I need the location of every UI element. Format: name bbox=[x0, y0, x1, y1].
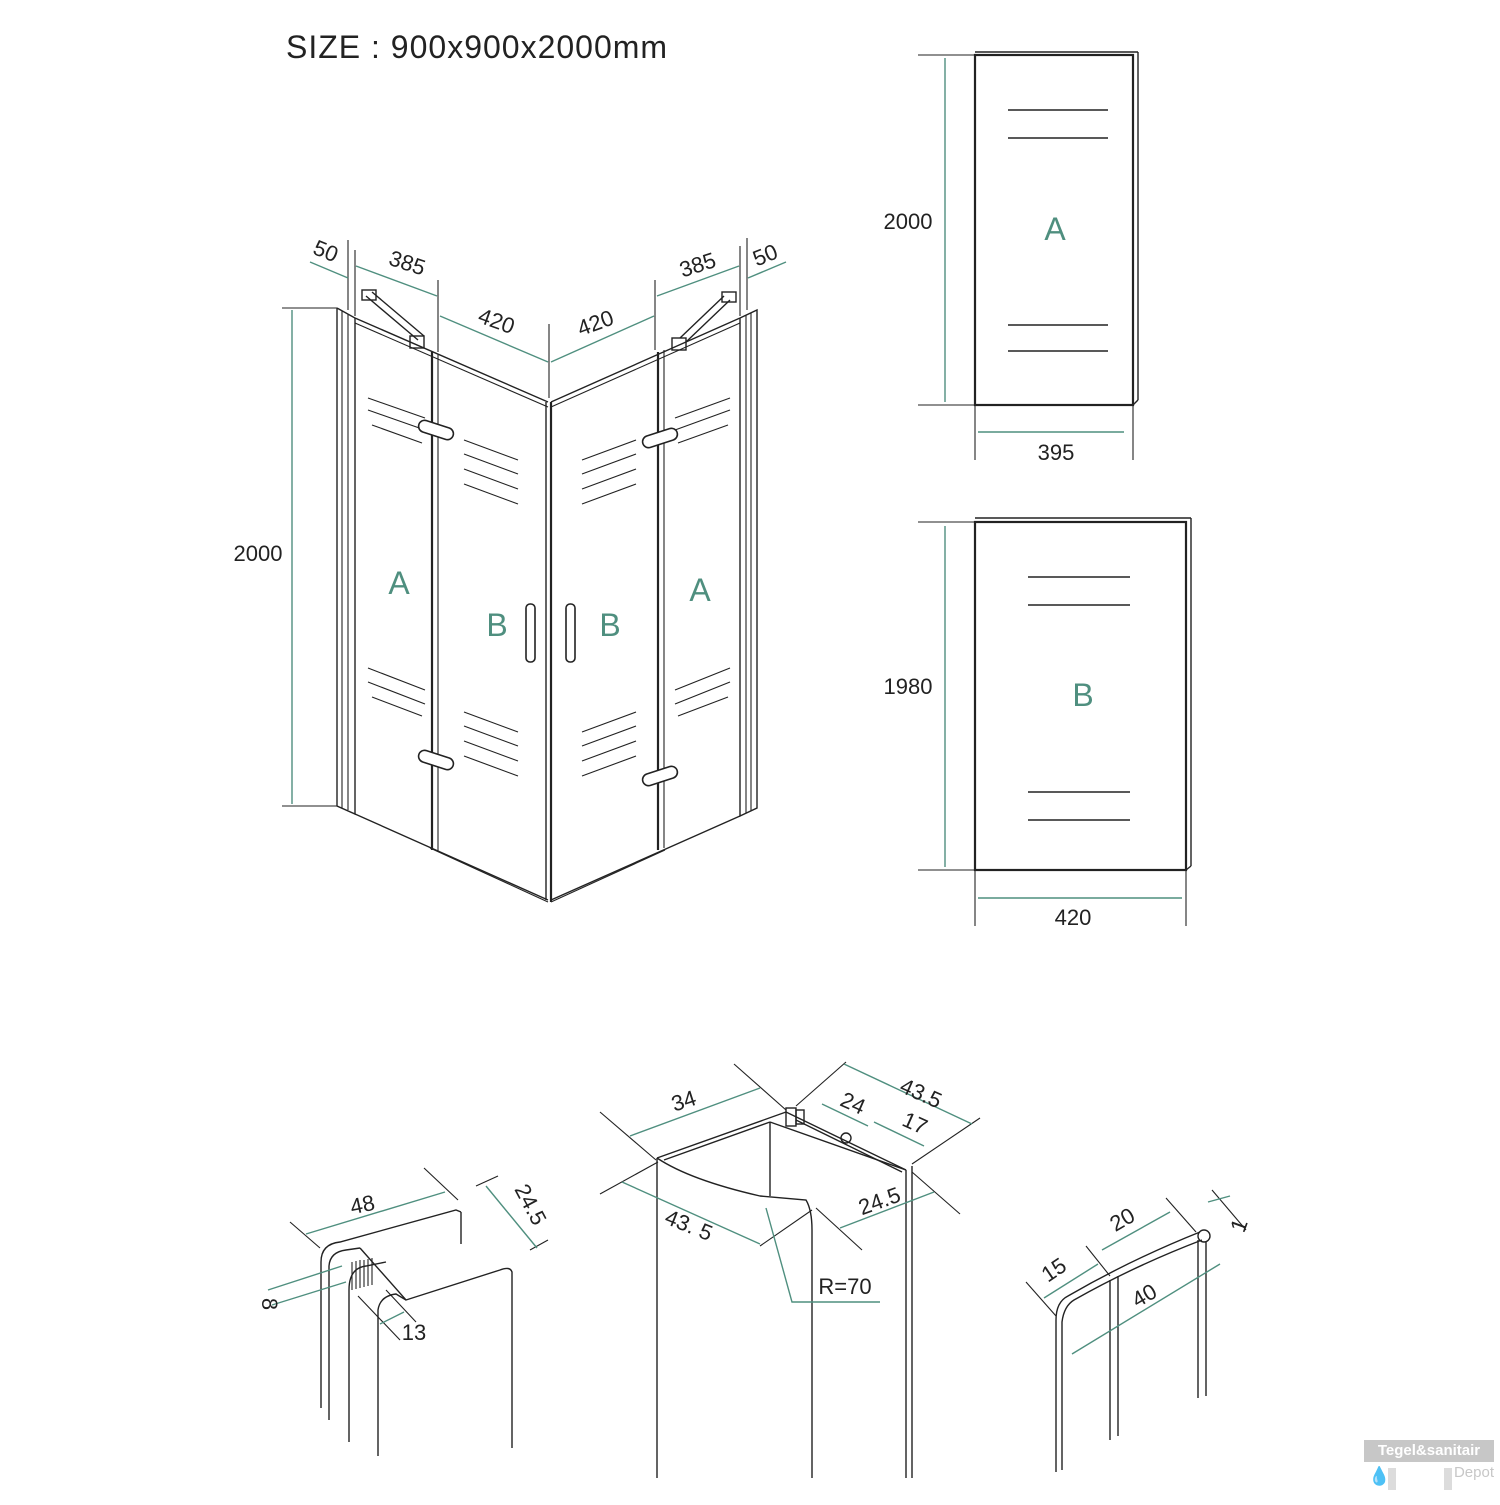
profile-right-dim-15: 15 bbox=[1037, 1253, 1071, 1287]
left-stabilizer-bar bbox=[361, 289, 425, 349]
watermark-logo: Tegel&sanitair 💧 Depot bbox=[1364, 1440, 1494, 1496]
top-dim-left-385: 385 bbox=[386, 245, 429, 280]
enclosure-height-label: 2000 bbox=[234, 541, 283, 566]
watermark-depot-text: Depot bbox=[1453, 1464, 1494, 1481]
panel-a-letter: A bbox=[1044, 211, 1066, 247]
profile-center-dim-24: 24 bbox=[837, 1087, 870, 1120]
hinge-icon bbox=[641, 765, 679, 787]
panel-b-height-label: 1980 bbox=[884, 674, 933, 699]
frost-strips bbox=[367, 397, 731, 777]
panel-b-outline bbox=[973, 520, 1188, 872]
profile-center-dim-43-5-bottom: 43. 5 bbox=[661, 1204, 716, 1246]
profile-detail-left: 48 24.5 8 13 bbox=[257, 1167, 552, 1456]
right-stabilizer-bar bbox=[671, 291, 737, 351]
profile-center-radius: R=70 bbox=[818, 1274, 871, 1299]
panel-a-width-label: 395 bbox=[1038, 440, 1075, 465]
top-dim-left-50: 50 bbox=[310, 235, 342, 267]
hinge-icon bbox=[417, 419, 455, 441]
profile-left-dim-48: 48 bbox=[348, 1190, 377, 1220]
panel-a-height-label: 2000 bbox=[884, 209, 933, 234]
panel-b-letter: B bbox=[1072, 677, 1093, 713]
profile-center-dim-24-5: 24.5 bbox=[855, 1182, 904, 1220]
size-title: SIZE : 900x900x2000mm bbox=[286, 29, 668, 65]
profile-center-dim-43-5-top: 43.5 bbox=[896, 1073, 945, 1113]
hinge-icon bbox=[417, 749, 455, 771]
panel-a-view: A 2000 395 bbox=[884, 51, 1139, 465]
profile-right-dim-40: 40 bbox=[1127, 1279, 1161, 1313]
panel-label-b-left: B bbox=[486, 607, 507, 643]
left-wall-profile bbox=[336, 307, 356, 816]
door-handle-icon bbox=[565, 603, 576, 663]
profile-center-dim-17: 17 bbox=[899, 1107, 932, 1140]
profile-left-dim-13: 13 bbox=[402, 1320, 426, 1345]
right-wall-profile bbox=[739, 308, 758, 818]
panel-a-outline bbox=[973, 53, 1135, 407]
panel-b-width-label: 420 bbox=[1055, 905, 1092, 930]
top-dim-right-385: 385 bbox=[676, 247, 719, 282]
door-handle-icon bbox=[525, 603, 536, 663]
panel-label-b-right: B bbox=[599, 607, 620, 643]
water-drop-icon: 💧 bbox=[1368, 1466, 1391, 1486]
watermark-brand-text: Tegel&sanitair bbox=[1364, 1440, 1494, 1462]
panel-label-a-right: A bbox=[689, 572, 711, 608]
profile-detail-center: 34 43.5 24 17 43. 5 24.5 R=70 bbox=[599, 1061, 981, 1478]
profile-detail-right: 15 20 1 40 bbox=[1025, 1189, 1253, 1472]
hinge-icon bbox=[641, 427, 679, 449]
panel-b-view: B 1980 420 bbox=[884, 517, 1192, 930]
tile-blocks-icon bbox=[1388, 1468, 1452, 1490]
profile-right-dim-1: 1 bbox=[1225, 1215, 1253, 1235]
panel-label-a-left: A bbox=[388, 565, 410, 601]
enclosure-view: A B B A 2000 50 385 420 420 385 50 bbox=[234, 235, 787, 903]
profile-left-dim-8: 8 bbox=[257, 1298, 282, 1310]
